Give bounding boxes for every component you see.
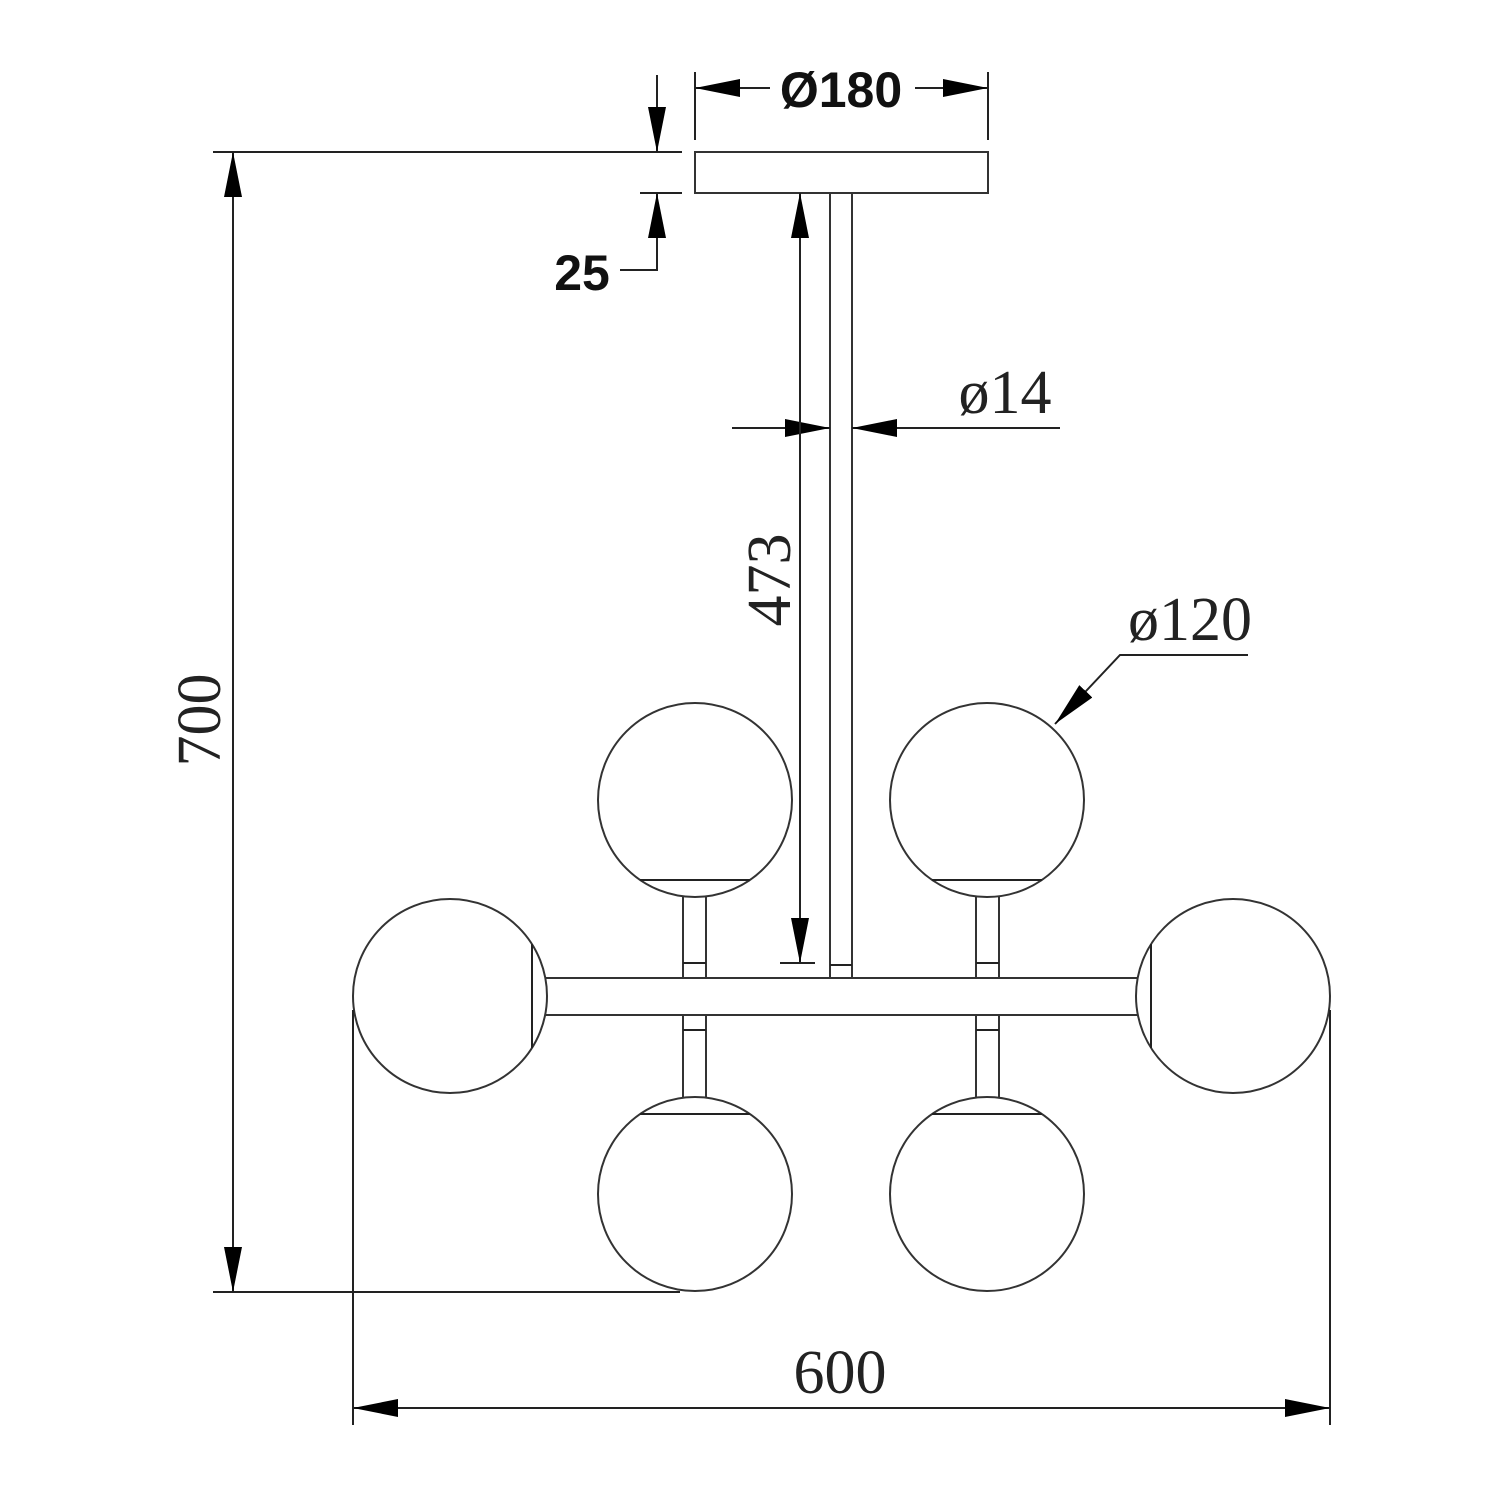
- rod: [829, 192, 853, 979]
- dim-total-height: 700: [166, 152, 680, 1293]
- globe: [597, 1096, 793, 1292]
- stems: [682, 892, 1000, 1101]
- dim-canopy-diameter: Ø180: [694, 62, 989, 140]
- dim-total-width: 600: [352, 1010, 1331, 1425]
- globe: [1135, 898, 1331, 1094]
- globe: [889, 1096, 1085, 1292]
- dim-label: Ø180: [780, 62, 902, 118]
- globe: [597, 702, 793, 898]
- globe: [352, 898, 548, 1094]
- dim-label: 600: [794, 1339, 887, 1407]
- dim-rod-length: 473: [736, 193, 815, 964]
- dim-rod-diameter: ø14: [732, 359, 1060, 437]
- horizontal-arm: [539, 977, 1146, 1016]
- globes: [352, 702, 1331, 1292]
- dim-canopy-height: 25: [213, 75, 682, 301]
- dim-globe-diameter: ø120: [1054, 586, 1252, 725]
- dim-label: 473: [736, 534, 804, 627]
- dim-label: ø14: [959, 359, 1052, 427]
- dim-label: 25: [554, 245, 610, 301]
- globe: [889, 702, 1085, 898]
- dim-label: 700: [166, 674, 234, 767]
- canopy: [694, 151, 989, 194]
- dim-label: ø120: [1128, 586, 1252, 654]
